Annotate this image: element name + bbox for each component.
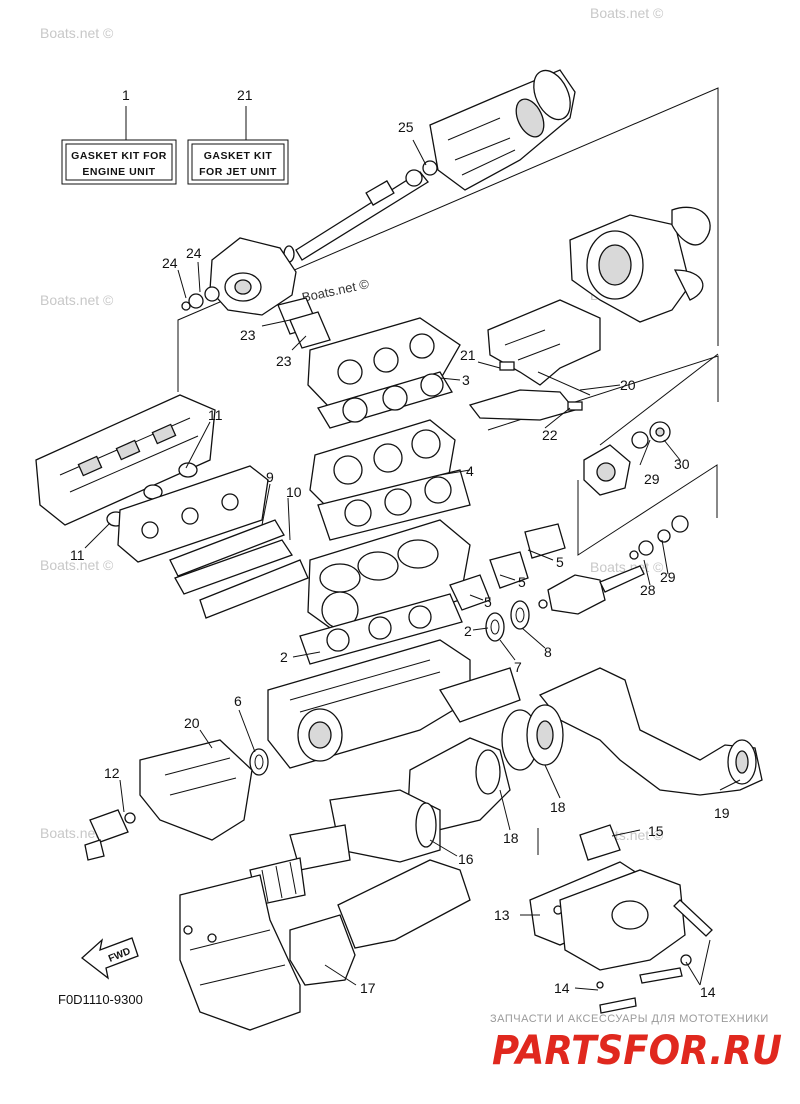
jet-pump-housing <box>569 206 711 323</box>
callout-label: 23 <box>240 327 256 343</box>
seal-small <box>538 599 548 609</box>
seal-rings-28-29 <box>629 515 689 560</box>
crankcase <box>267 639 521 769</box>
callout-label: 11 <box>208 407 223 423</box>
callout-label: 13 <box>494 907 510 923</box>
watermark: Boats.net © <box>40 557 114 573</box>
kit-line: ENGINE UNIT <box>82 166 155 178</box>
callout-label: 5 <box>484 594 492 610</box>
brand-logo: PARTSFOR.RU <box>492 1028 782 1074</box>
callout-label: 25 <box>398 119 414 135</box>
manifold-gasket-9 <box>169 519 294 595</box>
callout-numbers: 25 24 24 23 23 3 21 20 22 11 11 9 10 4 5… <box>70 119 730 1000</box>
water-box-gaskets-18 <box>501 704 564 771</box>
callout-label: 17 <box>360 980 376 996</box>
callout-label: 12 <box>104 765 120 781</box>
callout-label: 5 <box>556 554 564 570</box>
callout-label: 2 <box>280 649 288 665</box>
callout-label: 3 <box>462 372 470 388</box>
callout-label: 5 <box>518 574 526 590</box>
cover-plate-15 <box>579 824 621 861</box>
callout-label: 7 <box>514 659 522 675</box>
bolts-14 <box>596 899 713 1014</box>
callout-label: 23 <box>276 353 292 369</box>
magneto-cover <box>559 869 686 971</box>
watermark: Boats.net © <box>40 292 114 308</box>
coupling-housing <box>583 444 631 496</box>
jet-pump-nozzle <box>429 69 576 191</box>
callout-label: 11 <box>70 547 85 563</box>
callout-label: 6 <box>234 693 242 709</box>
callout-label: 24 <box>162 255 178 271</box>
cylinder-head <box>309 419 456 516</box>
gasket-kit-jet-box: GASKET KIT FOR JET UNIT 21 <box>187 87 289 185</box>
air-filter-box <box>35 394 216 526</box>
callout-label: 10 <box>286 484 302 500</box>
seal-rings-29-30 <box>631 421 671 449</box>
exhaust-elbow-16 <box>289 859 471 986</box>
cylinder-head-cover <box>307 317 461 429</box>
callout-label: 18 <box>503 830 519 846</box>
watermark: Boats.net © <box>590 5 664 21</box>
shaft-coupler <box>547 565 645 615</box>
kit-line: GASKET KIT FOR <box>71 150 167 162</box>
callout-label: 21 <box>237 87 253 103</box>
callout-leaders <box>84 139 741 991</box>
drawing-code: F0D1110-9300 <box>58 992 143 1007</box>
callout-label: 28 <box>640 582 656 598</box>
bracket-assembly <box>468 299 601 421</box>
fwd-arrow-icon: FWD <box>80 937 139 980</box>
callout-label: 20 <box>184 715 200 731</box>
kit-line: FOR JET UNIT <box>199 166 277 178</box>
callout-label: 9 <box>266 469 274 485</box>
head-gasket-4 <box>317 469 471 541</box>
callout-label: 15 <box>648 823 664 839</box>
intermediate-housing <box>181 237 297 316</box>
watermark: Boats.net © <box>590 559 664 575</box>
callout-label: 1 <box>122 87 130 103</box>
callout-label: 20 <box>620 377 636 393</box>
callout-label: 14 <box>554 980 570 996</box>
gasket-kit-engine-box: GASKET KIT FOR ENGINE UNIT 1 <box>61 87 177 185</box>
callout-label: 24 <box>186 245 202 261</box>
callout-label: 14 <box>700 984 716 1000</box>
watermark: Boats.net © <box>40 25 114 41</box>
exhaust-pipe-19 <box>538 667 763 796</box>
tail-pipe <box>179 874 301 1031</box>
drive-shaft <box>283 160 438 263</box>
callout-label: 22 <box>542 427 558 443</box>
callout-label: 19 <box>714 805 730 821</box>
callout-label: 8 <box>544 644 552 660</box>
watermark-center: Boats.net © <box>301 276 371 305</box>
oil-seal-6 <box>249 748 269 776</box>
base-gasket-2 <box>299 593 463 665</box>
callout-label: 16 <box>458 851 474 867</box>
reed-valve-10 <box>199 559 309 619</box>
footer-tagline: ЗАПЧАСТИ И АКСЕССУАРЫ ДЛЯ МОТОТЕХНИКИ <box>490 1013 769 1025</box>
callout-label: 4 <box>466 463 474 479</box>
kit-line: GASKET KIT <box>204 150 273 162</box>
carburetor-assembly <box>117 465 269 563</box>
callout-label: 18 <box>550 799 566 815</box>
bearing-8 <box>510 600 530 630</box>
callout-label: 29 <box>644 471 660 487</box>
reed-valve-24 <box>277 297 331 349</box>
callout-label: 29 <box>660 569 676 585</box>
callout-label: 30 <box>674 456 690 472</box>
starter-cover-20 <box>139 739 253 841</box>
thermostat-12 <box>84 809 136 861</box>
callout-label: 2 <box>464 623 472 639</box>
bearing-7 <box>485 612 505 642</box>
callout-label: 21 <box>460 347 476 363</box>
muffler-17 <box>289 789 441 871</box>
